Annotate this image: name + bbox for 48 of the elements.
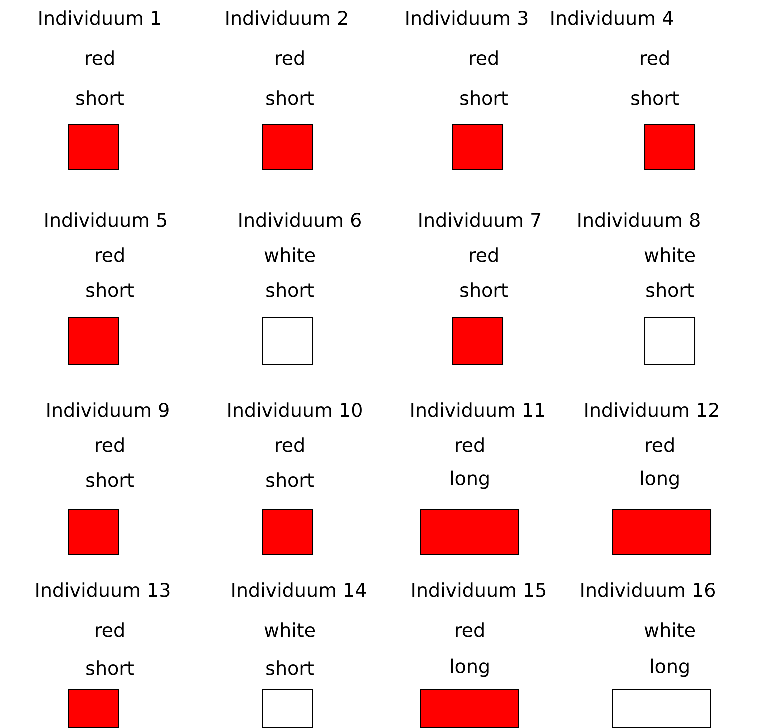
color-label: red (470, 248, 498, 262)
individual-name: Individuum 1 (40, 10, 160, 26)
color-label: red (96, 622, 124, 638)
individual-name: Individuum 3 (406, 10, 528, 26)
color-label: white (644, 248, 695, 262)
color-label: white (644, 622, 695, 638)
individual-name: Individuum 12 (586, 402, 718, 418)
color-label: red (96, 438, 124, 452)
length-label: long (451, 658, 489, 678)
length-label: short (86, 282, 134, 298)
individual-name: Individuum 6 (240, 212, 361, 228)
individual-name: Individuum 7 (420, 212, 541, 228)
color-label: red (470, 50, 498, 66)
individual-name: Individuum 5 (46, 212, 166, 228)
individual-name: Individuum 13 (36, 582, 170, 598)
color-label: red (96, 248, 124, 262)
length-label: short (646, 282, 694, 298)
color-label: red (646, 438, 674, 452)
individual-name: Individuum 14 (232, 582, 366, 598)
length-label: short (86, 660, 134, 676)
individual-name: Individuum 15 (412, 582, 546, 598)
color-label: red (276, 438, 304, 452)
length-label: short (460, 90, 508, 106)
length-label: short (266, 90, 314, 106)
color-label: red (456, 438, 484, 452)
individual-name: Individuum 10 (228, 402, 362, 418)
color-label: red (276, 50, 304, 66)
length-label: short (266, 282, 314, 298)
individual-name: Individuum 2 (226, 10, 348, 26)
length-label: long (641, 470, 679, 490)
length-label: short (76, 90, 124, 106)
color-label: red (86, 50, 114, 66)
individual-name: Individuum 8 (578, 212, 700, 228)
length-label: short (266, 472, 314, 488)
color-label: white (264, 622, 315, 638)
color-label: white (264, 248, 315, 262)
length-label: long (451, 470, 489, 490)
length-label: short (632, 90, 679, 106)
individual-name: Individuum 4 (552, 10, 674, 26)
length-label: short (86, 472, 134, 488)
length-label: short (266, 660, 314, 676)
length-label: short (460, 282, 508, 298)
color-label: red (456, 622, 484, 638)
individual-name: Individuum 9 (48, 402, 169, 418)
individual-name: Individuum 11 (412, 402, 544, 418)
individual-name: Individuum 16 (582, 582, 715, 598)
length-label: long (651, 658, 689, 678)
color-label: red (641, 50, 669, 66)
